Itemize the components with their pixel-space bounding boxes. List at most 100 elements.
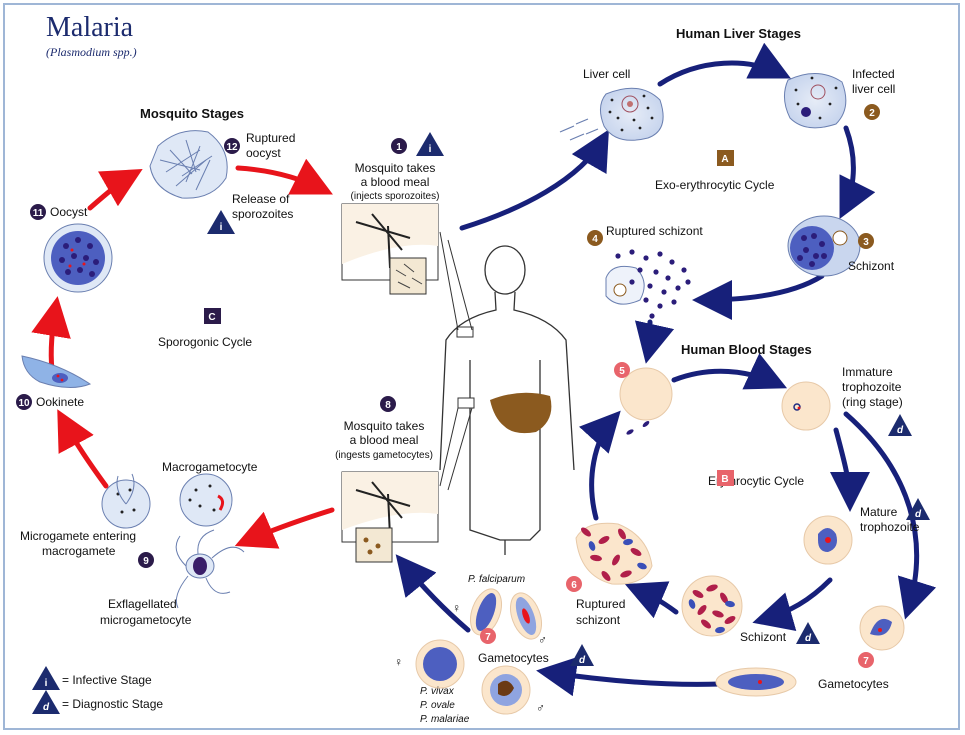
step-12-badge (224, 138, 240, 154)
ookinete-label: Ookinete (36, 395, 84, 409)
arrow-gametocyte-to-group (536, 656, 723, 697)
arrow-ring-to-mature (829, 427, 870, 512)
ring-stage-cell (781, 381, 831, 431)
svg-text:i: i (220, 222, 223, 233)
ruptured-oocyst (149, 130, 228, 199)
gametocytes-label: Gametocytes (478, 651, 549, 665)
infective-stage-label: = Infective Stage (62, 673, 152, 687)
step-4-number: 4 (592, 234, 598, 245)
spo-cycle-letter: C (208, 312, 215, 323)
ruptured-liver-schizont-label: Ruptured schizont (606, 224, 703, 238)
arrow-zygote-to-ookinete (57, 409, 109, 489)
step-7-badge (480, 628, 496, 644)
exflagellated-line2: microgametocyte (100, 613, 192, 627)
immature-trophozoite-line3: (ring stage) (842, 395, 903, 409)
arrow-meal-to-gametocytes (234, 507, 335, 549)
step-8-badge (380, 396, 396, 412)
ruptured-liver-schizont (605, 249, 691, 319)
step-2-badge (864, 104, 880, 120)
liver-cell (600, 87, 664, 141)
diagnostic-marker-schizont: d (796, 622, 820, 644)
arrow-ruptured-to-rbc (579, 410, 621, 521)
diagnostic-marker-mature: d (906, 498, 930, 520)
infective-marker-step1: i (416, 132, 444, 156)
svg-text:d: d (579, 655, 586, 666)
liver-stages-title: Human Liver Stages (676, 26, 801, 41)
arrow-schizont-to-ruptured-blood (624, 581, 679, 619)
mature-trophozoite-line2: trophozoite (860, 520, 920, 534)
arrow-ookinete-to-oocyst (31, 296, 71, 373)
step-7-number: 7 (485, 632, 491, 643)
legend-diagnostic: d = Diagnostic Stage (32, 690, 163, 714)
vivax-gametocytes (415, 639, 531, 715)
step-12-number: 12 (226, 142, 238, 153)
human-liver (490, 392, 552, 434)
falciparum-gametocytes (469, 588, 543, 640)
page-title: Malaria (46, 12, 134, 43)
arrow-oocyst-to-ruptured (87, 169, 143, 211)
step-10-badge (16, 394, 32, 410)
page-subtitle: (Plasmodium spp.) (46, 45, 137, 59)
ruptured-blood-schizont-line1: Ruptured (576, 597, 625, 611)
arrow-bite-to-liver (459, 129, 609, 231)
step-5-number: 5 (619, 366, 625, 377)
step-7b-badge (858, 652, 874, 668)
diagnostic-marker-ring: d (888, 414, 912, 436)
ruptured-blood-schizont-line2: schizont (576, 613, 621, 627)
infective-stage-symbol: i (45, 678, 48, 689)
sporozoites (559, 118, 599, 141)
skin-site-lower (457, 397, 475, 409)
liver-cell-label: Liver cell (583, 67, 630, 81)
male-symbol-vivax: ♂ (536, 701, 545, 715)
immature-trophozoite-line2: trophozoite (842, 380, 902, 394)
step-1-number: 1 (396, 142, 402, 153)
female-symbol-falciparum: ♀ (452, 601, 461, 615)
oocyst-label: Oocyst (50, 205, 88, 219)
exo-cycle-label: Exo-erythrocytic Cycle (655, 178, 775, 192)
arrow-rbc-to-ring (671, 353, 788, 390)
release-line2: sporozoites (232, 207, 293, 221)
step-7b-number: 7 (863, 656, 869, 667)
step-10-number: 10 (18, 398, 30, 409)
exflagellated-line1: Exflagellated (108, 597, 177, 611)
step-2-number: 2 (869, 108, 875, 119)
step-8-line2: a blood meal (350, 433, 419, 447)
spo-cycle-badge (204, 308, 221, 324)
infected-liver-cell-line2: liver cell (852, 82, 895, 96)
step-11-number: 11 (33, 208, 44, 219)
elongated-gametocyte (715, 667, 797, 697)
release-line1: Release of (232, 192, 290, 206)
diagnostic-stage-symbol: d (43, 702, 50, 713)
label-p-malariae: P. malariae (420, 714, 470, 725)
infective-stage-icon (32, 666, 60, 690)
exflagellated-microgametocyte (175, 529, 245, 609)
legend-infective: i = Infective Stage (32, 666, 152, 690)
ookinete (21, 355, 92, 388)
blue-arrows (395, 42, 937, 697)
arrow-merozoites-to-rbc (634, 319, 675, 364)
ring-stage-parasite (793, 403, 801, 411)
female-symbol-vivax: ♀ (394, 655, 403, 669)
microgamete-entering (101, 473, 151, 529)
skin-site-upper (456, 326, 474, 338)
ruptured-oocyst-line1: Ruptured (246, 131, 295, 145)
male-symbol-falciparum: ♂ (538, 633, 547, 647)
step-1-badge (391, 138, 407, 154)
arrow-liver-to-infected (657, 42, 791, 87)
human-figure (439, 245, 575, 555)
step-6-number: 6 (571, 580, 577, 591)
microgamete-line1: Microgamete entering (20, 529, 136, 543)
macrogametocyte (179, 473, 233, 527)
ery-cycle-letter: B (721, 474, 728, 485)
ery-cycle-badge (717, 470, 734, 486)
label-p-vivax: P. vivax (420, 686, 455, 697)
mature-trophozoite-line1: Mature (860, 505, 898, 519)
exo-cycle-badge (717, 150, 734, 166)
gametocytes-right-label: Gametocytes (818, 677, 889, 691)
arrow-ring-to-gametocyte (843, 411, 937, 620)
arrow-mature-to-schizont (752, 577, 833, 631)
diagnostic-stage-icon (32, 690, 60, 714)
ruptured-blood-schizont (575, 522, 653, 585)
arrow-schizont-to-ruptured (692, 273, 825, 320)
